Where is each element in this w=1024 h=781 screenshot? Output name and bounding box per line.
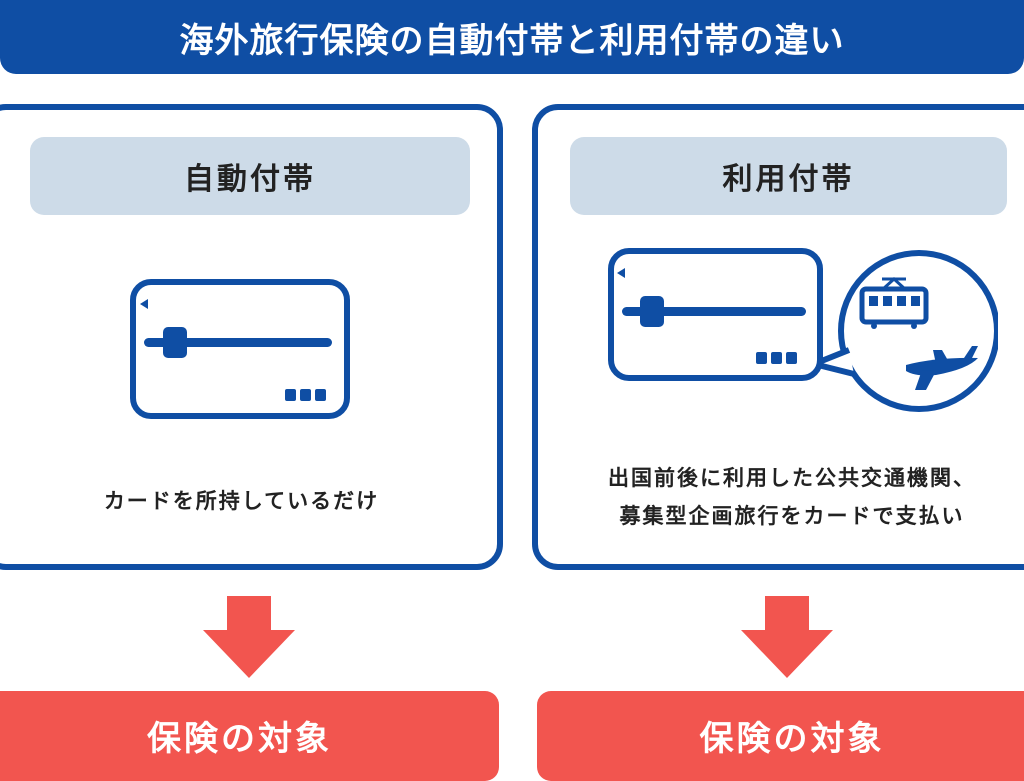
- credit-card-icon: [608, 248, 823, 381]
- caption-line: 募集型企画旅行をカードで支払い: [619, 504, 965, 528]
- credit-card-icon: [130, 279, 350, 419]
- panel-header-usage-based: 利用付帯: [570, 137, 1007, 215]
- title-banner: 海外旅行保険の自動付帯と利用付帯の違い: [0, 0, 1024, 74]
- result-box-usage-based: 保険の対象: [537, 691, 1024, 781]
- result-box-automatic: 保険の対象: [0, 691, 499, 781]
- speech-bubble: [812, 250, 998, 412]
- down-arrow-left: [203, 596, 295, 678]
- panel-header-automatic: 自動付帯: [30, 137, 470, 215]
- diagram-title: 海外旅行保険の自動付帯と利用付帯の違い: [179, 20, 845, 61]
- panel-usage-based: 利用付帯: [532, 104, 1024, 570]
- train-icon: [859, 276, 929, 329]
- down-arrow-right: [741, 596, 833, 678]
- airplane-icon: [906, 346, 978, 390]
- card-with-speech-bubble-illustration: [608, 248, 998, 412]
- caption-line: カードを所持しているだけ: [103, 489, 380, 513]
- caption-line: 出国前後に利用した公共交通機関、: [608, 466, 976, 490]
- caption-automatic: カードを所持しているだけ: [0, 482, 497, 520]
- panel-automatic: 自動付帯 カードを所持しているだけ: [0, 104, 503, 570]
- caption-usage-based: 出国前後に利用した公共交通機関、 募集型企画旅行をカードで支払い: [538, 459, 1024, 535]
